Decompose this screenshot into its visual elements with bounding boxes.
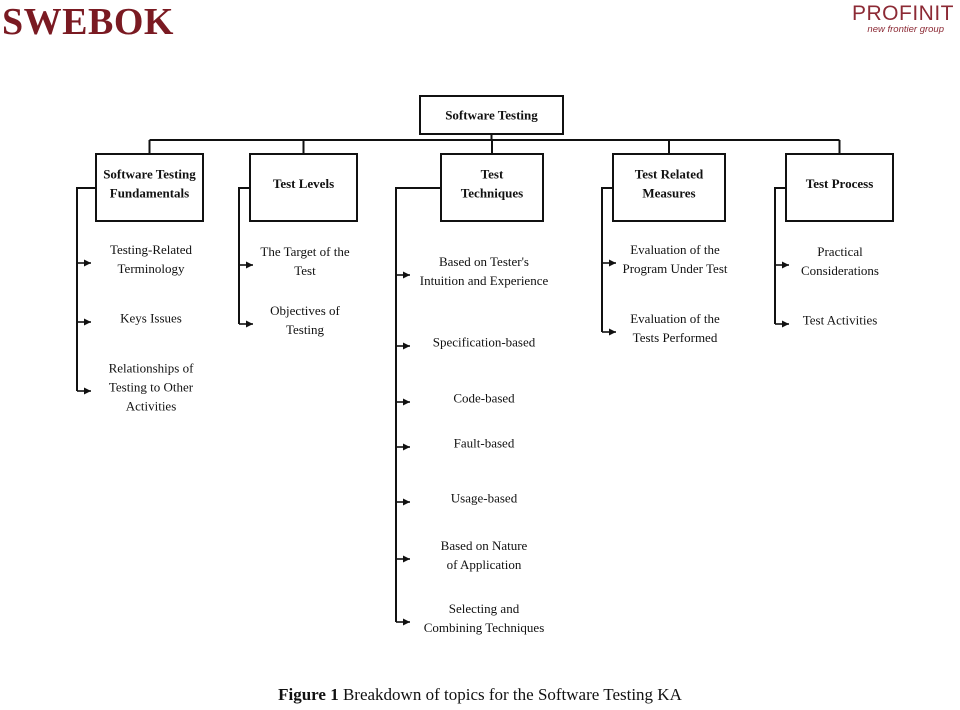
figure-label: Figure 1 bbox=[278, 685, 339, 704]
logo-wordmark: PROFINIT bbox=[852, 2, 954, 25]
root-label: Software Testing bbox=[445, 108, 538, 123]
topic-label: Test Activities bbox=[803, 313, 878, 328]
caption-text: Breakdown of topics for the Software Tes… bbox=[338, 685, 682, 704]
category-label: Test Process bbox=[806, 176, 874, 191]
topic-label: Specification-based bbox=[433, 335, 536, 350]
figure-caption: Figure 1 Breakdown of topics for the Sof… bbox=[0, 685, 960, 705]
topic-label: Code-based bbox=[453, 391, 515, 406]
topic-label: Keys Issues bbox=[120, 311, 182, 326]
profinit-logo: PROFINIT new frontier group bbox=[852, 2, 954, 35]
topic-label: Fault-based bbox=[454, 436, 515, 451]
category-label: Test Levels bbox=[273, 176, 334, 191]
topic-label: Usage-based bbox=[451, 491, 518, 506]
slide-title: SWEBOK bbox=[2, 1, 174, 43]
logo-tagline: new frontier group bbox=[867, 24, 944, 35]
